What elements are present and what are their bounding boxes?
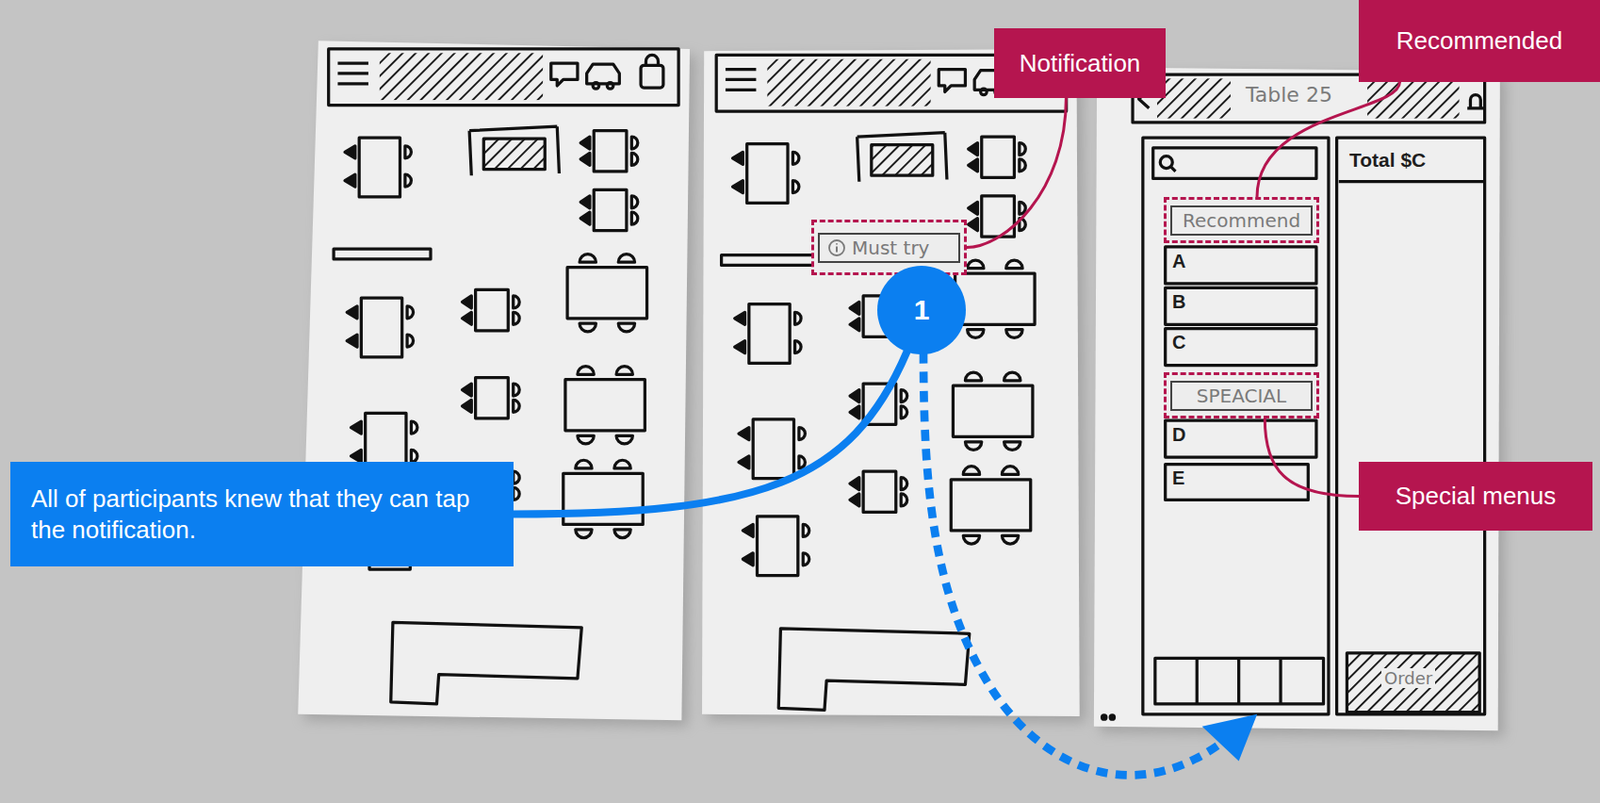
leader-line — [513, 351, 908, 514]
sketch-box: SPEACIAL — [1170, 380, 1313, 411]
menu-item: A — [1172, 250, 1186, 273]
menu-item: B — [1172, 291, 1186, 313]
leader-line — [966, 97, 1066, 248]
sketch-box: Recommend — [1170, 205, 1313, 236]
callout-number: 1 — [877, 265, 966, 355]
total-label: Total $C — [1349, 148, 1426, 172]
node-text: Special menus — [1395, 481, 1557, 511]
node-text: SPEACIAL — [1196, 384, 1287, 408]
node-text: Recommend — [1182, 209, 1301, 232]
screen-title: Table 25 — [1241, 82, 1337, 107]
menu-item: D — [1172, 424, 1186, 446]
highlight-box: SPEACIAL — [1163, 372, 1320, 419]
node-text: All of participants knew that they can t… — [31, 483, 476, 545]
node-text: Notification — [1019, 48, 1142, 79]
annotation-tag: Notification — [994, 28, 1166, 98]
annotation-tag: Recommended — [1358, 0, 1600, 82]
highlight-box: Must try — [811, 219, 967, 276]
node-text: Must try — [851, 236, 930, 260]
button-label: Order — [1381, 668, 1436, 688]
menu-item: E — [1172, 467, 1185, 490]
callout-box: All of participants knew that they can t… — [10, 461, 514, 567]
highlight-box: Recommend — [1163, 196, 1320, 244]
sketch-box: Must try — [817, 232, 961, 263]
annotation-tag: Special menus — [1358, 461, 1593, 531]
leader-line — [1264, 418, 1359, 497]
node-text: Recommended — [1396, 26, 1563, 56]
menu-item: C — [1172, 331, 1186, 354]
node-text: 1 — [914, 293, 931, 327]
info-icon — [827, 238, 847, 258]
